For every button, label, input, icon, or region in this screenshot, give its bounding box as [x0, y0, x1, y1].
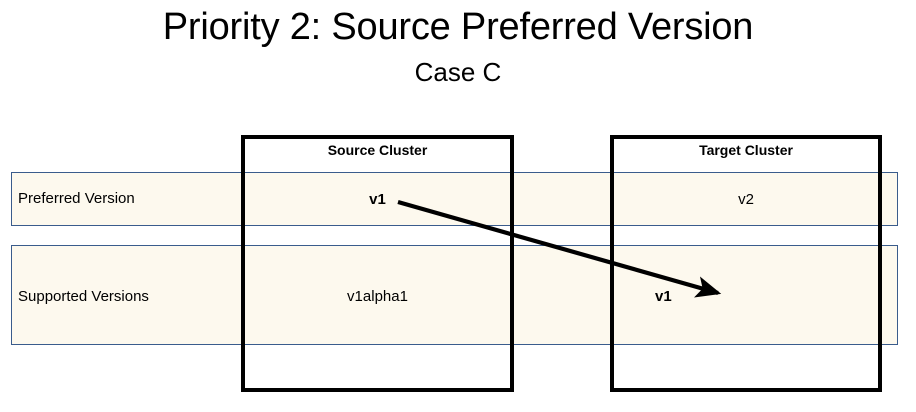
page-title: Priority 2: Source Preferred Version [162, 6, 754, 48]
row-label-preferred-version: Preferred Version [18, 190, 135, 207]
cell-target-preferred-version: v2 [738, 191, 754, 208]
row-label-supported-versions: Supported Versions [18, 288, 149, 305]
target-cluster-box [610, 135, 882, 392]
cell-source-preferred-version: v1 [369, 191, 386, 208]
cell-target-supported-versions: v1 [655, 288, 672, 305]
page-subtitle: Case C [414, 57, 502, 87]
target-cluster-header: Target Cluster [699, 142, 793, 158]
source-cluster-header: Source Cluster [327, 142, 428, 158]
source-cluster-box [241, 135, 514, 392]
cell-source-supported-versions: v1alpha1 [347, 288, 408, 305]
